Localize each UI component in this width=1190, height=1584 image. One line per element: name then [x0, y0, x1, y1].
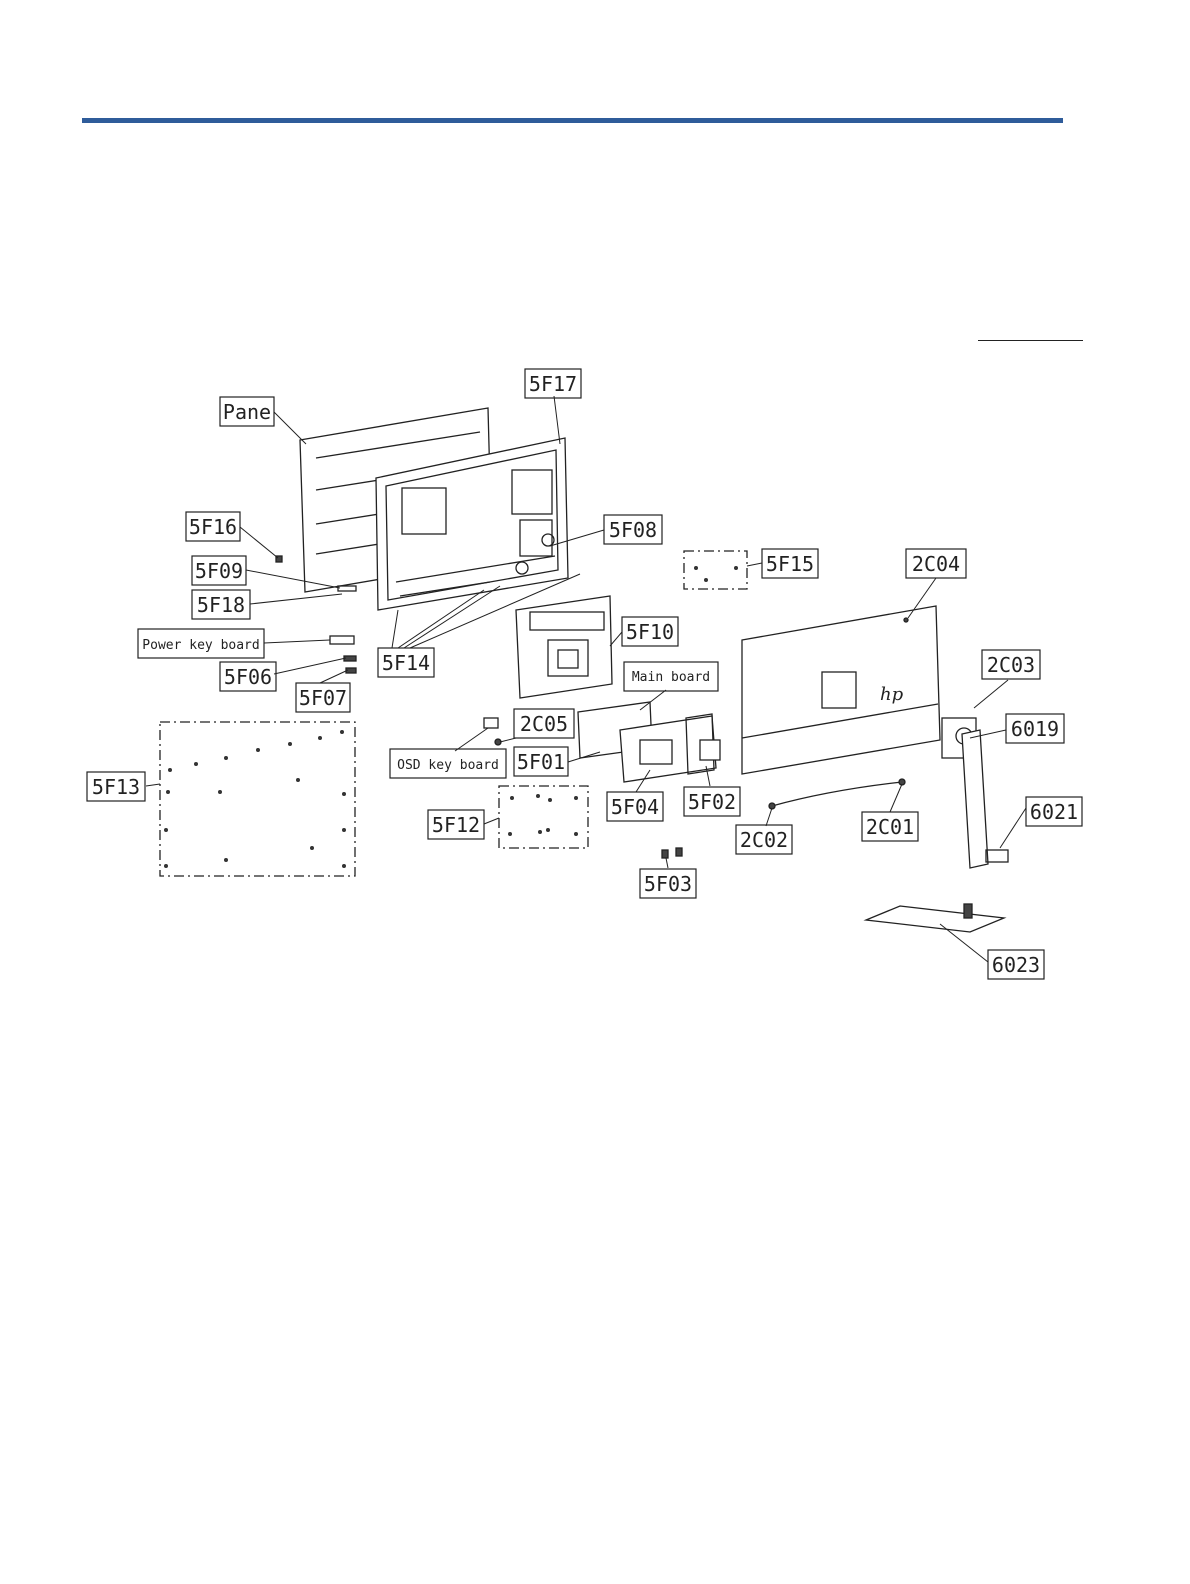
label-osd-key-board: OSD key board — [397, 758, 499, 773]
label-6019: 6019 — [1011, 717, 1059, 741]
label-6021: 6021 — [1030, 800, 1078, 824]
label-2C02: 2C02 — [740, 828, 788, 852]
label-pane: Pane — [223, 400, 271, 424]
label-5F18: 5F18 — [197, 593, 245, 617]
label-5F09: 5F09 — [195, 559, 243, 583]
cable-part — [772, 782, 902, 806]
label-5F17: 5F17 — [529, 372, 577, 396]
label-5F13: 5F13 — [92, 775, 140, 799]
label-power-key-board: Power key board — [142, 638, 259, 653]
label-5F03: 5F03 — [644, 872, 692, 896]
osd-board-part — [484, 718, 501, 745]
svg-text:hp: hp — [880, 684, 904, 705]
main-board-part — [578, 702, 720, 782]
label-5F08: 5F08 — [609, 518, 657, 542]
label-5F07: 5F07 — [299, 686, 347, 710]
label-5F15: 5F15 — [766, 552, 814, 576]
main-bracket-part — [516, 596, 612, 698]
label-main-board: Main board — [632, 670, 710, 685]
rear-cover-part: hp — [742, 606, 940, 774]
label-5F01: 5F01 — [517, 750, 565, 774]
stand-base-part — [866, 904, 1004, 932]
label-5F02: 5F02 — [688, 790, 736, 814]
label-5F10: 5F10 — [626, 620, 674, 644]
label-5F16: 5F16 — [189, 515, 237, 539]
label-2C05: 2C05 — [520, 712, 568, 736]
label-5F06: 5F06 — [224, 665, 272, 689]
label-5F14: 5F14 — [382, 651, 430, 675]
label-2C01: 2C01 — [866, 815, 914, 839]
stand-neck-part — [942, 718, 1008, 868]
label-2C04: 2C04 — [912, 552, 960, 576]
label-6023: 6023 — [992, 953, 1040, 977]
label-5F04: 5F04 — [611, 795, 659, 819]
label-5F12: 5F12 — [432, 813, 480, 837]
label-2C03: 2C03 — [987, 653, 1035, 677]
